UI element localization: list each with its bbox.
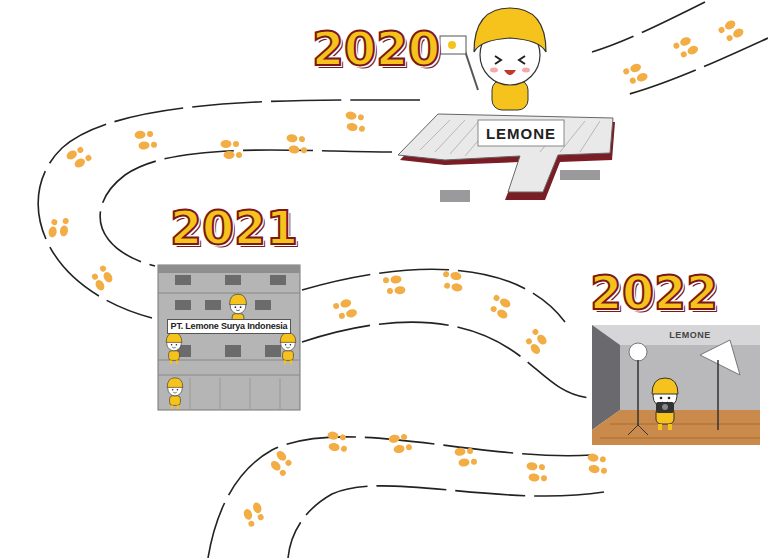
- year-label: 2021: [170, 205, 298, 251]
- office-building-illustration: [158, 265, 300, 410]
- year-label: 2020: [312, 26, 440, 72]
- roof-sign: LEMONE: [486, 126, 556, 141]
- photo-studio-illustration: [592, 325, 760, 445]
- studio-sign: LEMONE: [669, 331, 711, 340]
- year-label: 2022: [590, 270, 718, 316]
- company-sign: PT. Lemone Surya Indonesia: [167, 319, 292, 334]
